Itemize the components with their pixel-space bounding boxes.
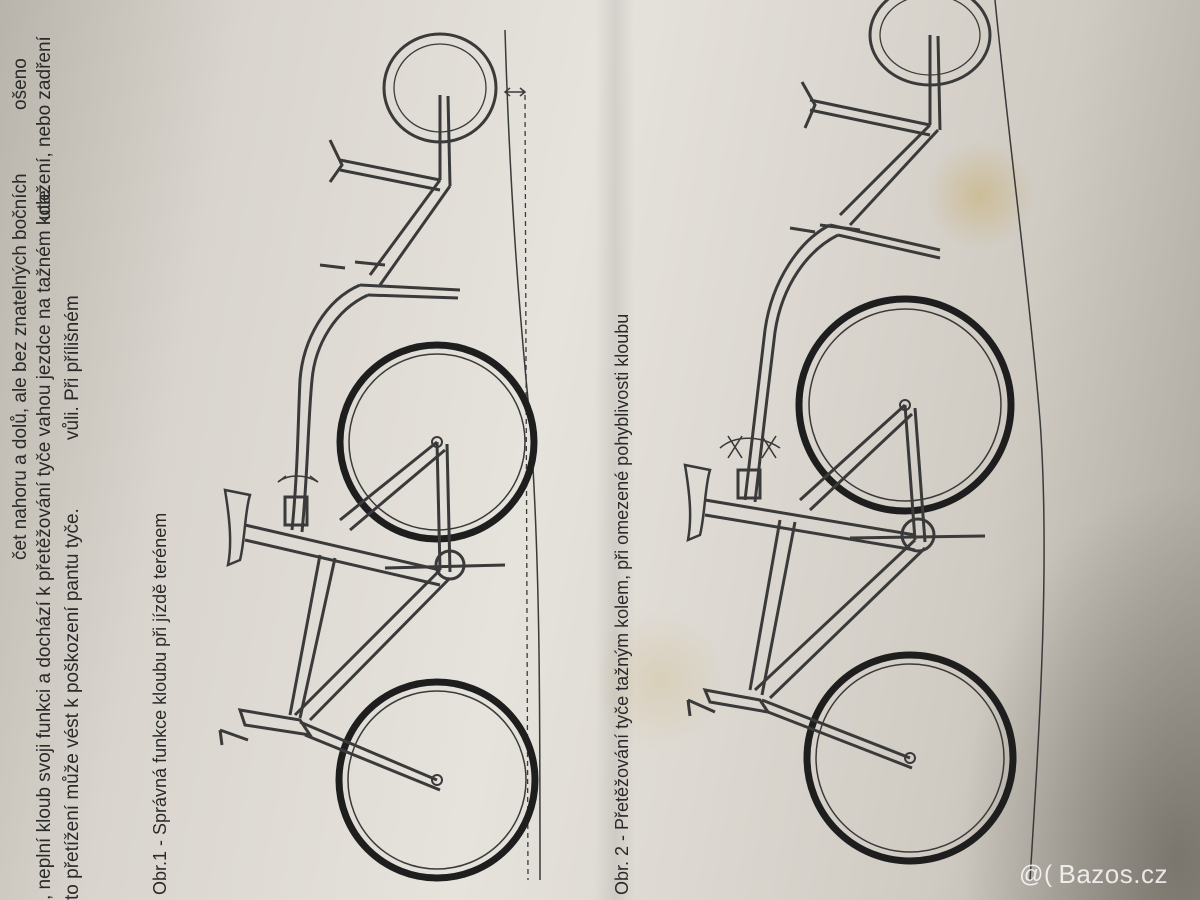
fig1-trailer-frame xyxy=(319,95,461,300)
figure2-caption: Obr. 2 - Přetěžování tyče tažným kolem, … xyxy=(612,313,632,895)
body-text-fragment: ošeno xyxy=(10,58,31,110)
fig2-front-wheel xyxy=(803,651,1017,865)
fig1-crank xyxy=(384,563,506,570)
body-text-line-1: čet nahoru a dolů, ale bez znatelných bo… xyxy=(10,173,31,560)
fig2-chainring xyxy=(900,517,936,553)
fig2-saddle xyxy=(683,463,712,543)
paper-stain xyxy=(600,600,720,760)
photo-shadow xyxy=(960,480,1200,900)
paper-fold xyxy=(595,0,635,900)
fig1-dashed-line xyxy=(524,94,529,881)
fig2-crank xyxy=(849,534,986,540)
fig2-blocked-rotation-marks xyxy=(719,435,781,459)
body-text-line-3: to přetížení může vést k poškození pantu… xyxy=(62,508,83,900)
fig1-tow-bar xyxy=(283,283,369,533)
body-text-fragment: vůli. Při přílišném xyxy=(62,295,83,440)
fig1-bike-frame xyxy=(237,440,452,792)
fig1-handlebar xyxy=(218,728,249,746)
at-sign-icon: @( xyxy=(1019,860,1053,888)
fig2-ground-line xyxy=(994,0,1045,881)
bazos-watermark: @( Bazos.cz xyxy=(1019,859,1168,890)
fig2-bike-frame xyxy=(702,403,927,770)
body-text-line-2: , neplní kloub svoji funkci a dochází k … xyxy=(34,184,55,900)
fig2-trailer-frame xyxy=(789,35,942,260)
figure1-caption: Obr.1 - Správná funkce kloubu při jízdě … xyxy=(150,512,170,895)
body-text-fragment: utažení, nebo zadření xyxy=(34,36,55,220)
fig1-offset-arrow xyxy=(503,87,527,97)
fig1-front-wheel xyxy=(335,678,539,882)
fig1-saddle xyxy=(223,488,252,568)
fig2-tow-bar xyxy=(736,223,839,503)
fig2-handlebar xyxy=(686,698,716,717)
watermark-text: Bazos.cz xyxy=(1058,859,1168,889)
